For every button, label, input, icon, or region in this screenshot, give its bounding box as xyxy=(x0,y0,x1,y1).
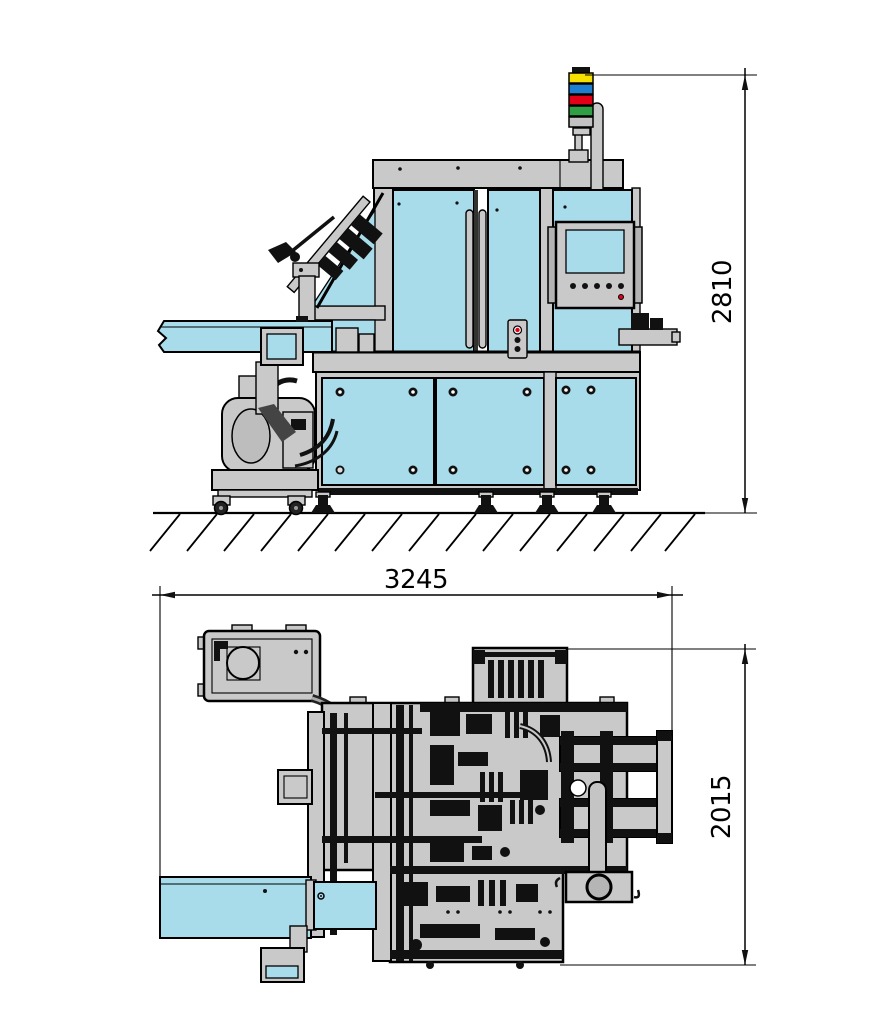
plan-monitor-bracket xyxy=(260,925,308,983)
tower-segment-gray xyxy=(568,116,594,128)
tower-segment-red xyxy=(568,94,594,106)
hmi-button[interactable] xyxy=(618,283,624,289)
top-plan-view: 3245 2015 xyxy=(152,565,756,983)
plan-machine-body xyxy=(277,646,673,969)
depth-dimension-label: 2015 xyxy=(707,775,737,839)
hmi-button[interactable] xyxy=(570,283,576,289)
height-dimension-label: 2810 xyxy=(708,260,738,324)
hmi-button[interactable] xyxy=(594,283,600,289)
tower-segment-yellow xyxy=(568,72,594,84)
signal-tower-icon xyxy=(568,67,594,163)
control-button-box xyxy=(507,319,528,359)
depth-dimension: 2015 xyxy=(560,644,756,966)
side-elevation-view: 2810 xyxy=(149,67,757,552)
plan-infeed-conveyor xyxy=(159,876,377,939)
button[interactable] xyxy=(514,337,521,343)
small-monitor xyxy=(255,327,304,442)
button[interactable] xyxy=(514,346,521,352)
upper-guard-panels xyxy=(392,189,633,355)
machine-top-beam xyxy=(372,159,624,189)
door-handle xyxy=(465,209,474,349)
panel-screws xyxy=(335,385,596,475)
mid-deck xyxy=(312,327,641,373)
infeed-conveyor xyxy=(156,316,333,353)
door-handle xyxy=(478,209,487,349)
lower-cabinet xyxy=(315,371,641,495)
plan-roller-bracket xyxy=(554,870,641,904)
width-dimension-label: 3245 xyxy=(384,565,448,595)
magazine-feeder xyxy=(268,192,386,353)
tower-segment-green xyxy=(568,105,594,117)
hmi-panel xyxy=(547,220,643,310)
tower-segment-blue xyxy=(568,83,594,95)
hmi-button[interactable] xyxy=(606,283,612,289)
width-dimension: 3245 xyxy=(152,565,683,876)
height-dimension: 2810 xyxy=(585,68,757,514)
outfeed-bracket xyxy=(618,313,681,346)
plan-outfeed-rails xyxy=(559,730,673,844)
monitor-screen xyxy=(266,333,297,360)
hmi-red-button[interactable] xyxy=(618,294,624,300)
machine-feet xyxy=(311,491,616,513)
vacuum-pump-cart xyxy=(211,375,339,516)
ground-hatching xyxy=(149,511,705,552)
caster-wheel xyxy=(212,495,231,516)
hmi-button[interactable] xyxy=(582,283,588,289)
caster-wheel xyxy=(287,495,306,516)
hmi-screen[interactable] xyxy=(565,229,625,274)
